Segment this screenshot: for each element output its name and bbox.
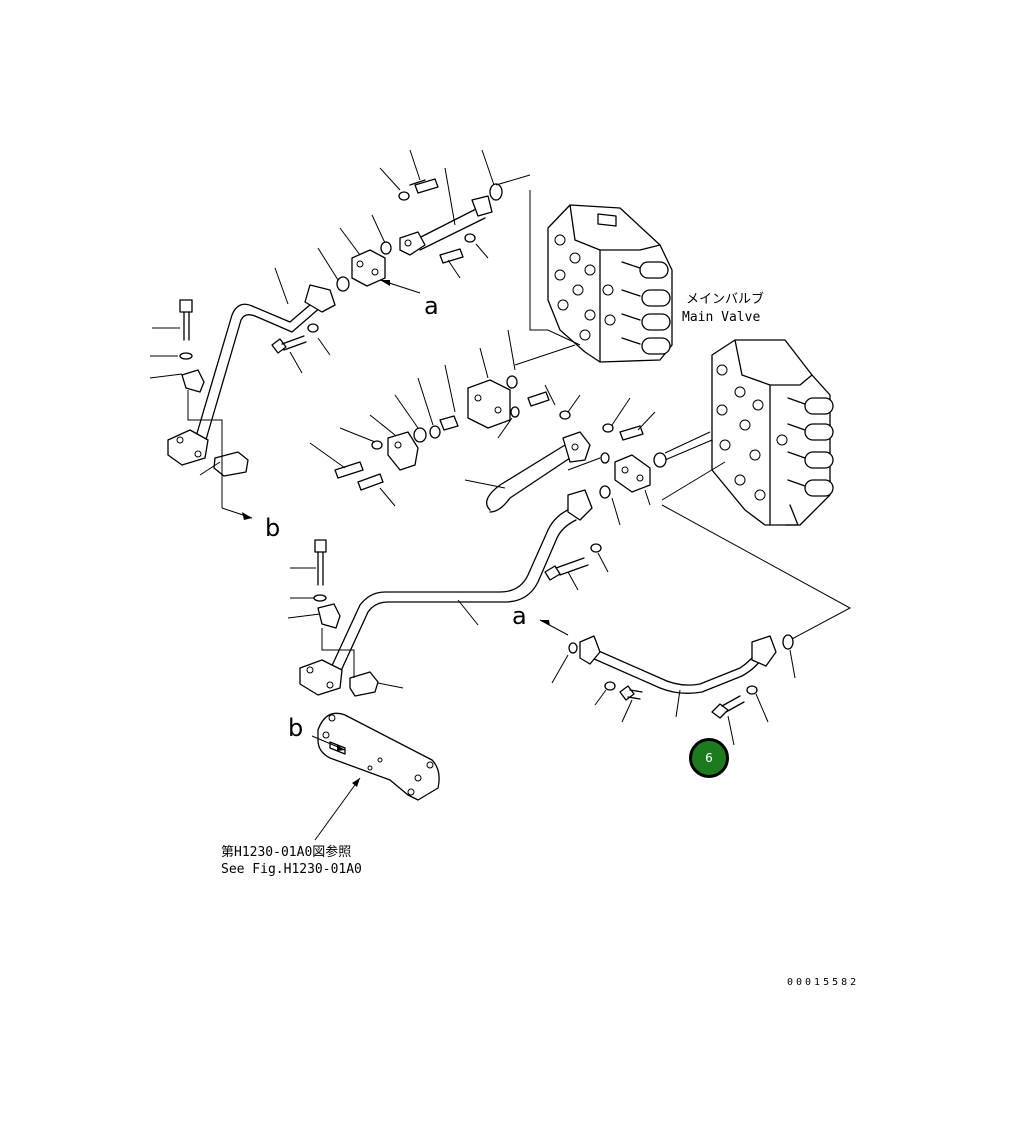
- long-lower-tube-assembly: [287, 489, 609, 697]
- middle-connector-assembly: [309, 329, 518, 507]
- callout-badge[interactable]: 6: [689, 738, 729, 778]
- lower-right-tube-assembly: [539, 619, 796, 746]
- main-valve-right: [711, 339, 834, 526]
- main-valve-upper: [547, 204, 673, 363]
- bracket-plate: [311, 712, 440, 841]
- arrow-letter-b-upper: b: [265, 514, 281, 542]
- callout-badge-number: 6: [705, 751, 713, 765]
- curved-tube-assembly: [464, 384, 711, 526]
- main-valve-label-japanese: メインバルブ: [686, 292, 765, 307]
- upper-left-tube-assembly: [149, 267, 336, 520]
- reference-note-japanese: 第H1230-01A0図参照: [221, 845, 352, 860]
- drawing-number: 00015582: [787, 977, 860, 988]
- main-valve-label-english: Main Valve: [682, 310, 761, 325]
- valve-reference-lines: [514, 190, 852, 641]
- arrow-letter-b-lower: b: [288, 714, 304, 742]
- reference-note-english: See Fig.H1230-01A0: [221, 862, 362, 877]
- arrow-letter-a-upper: a: [424, 292, 439, 320]
- upper-pipe-assembly: [317, 149, 531, 294]
- arrow-letter-a-lower: a: [512, 602, 527, 630]
